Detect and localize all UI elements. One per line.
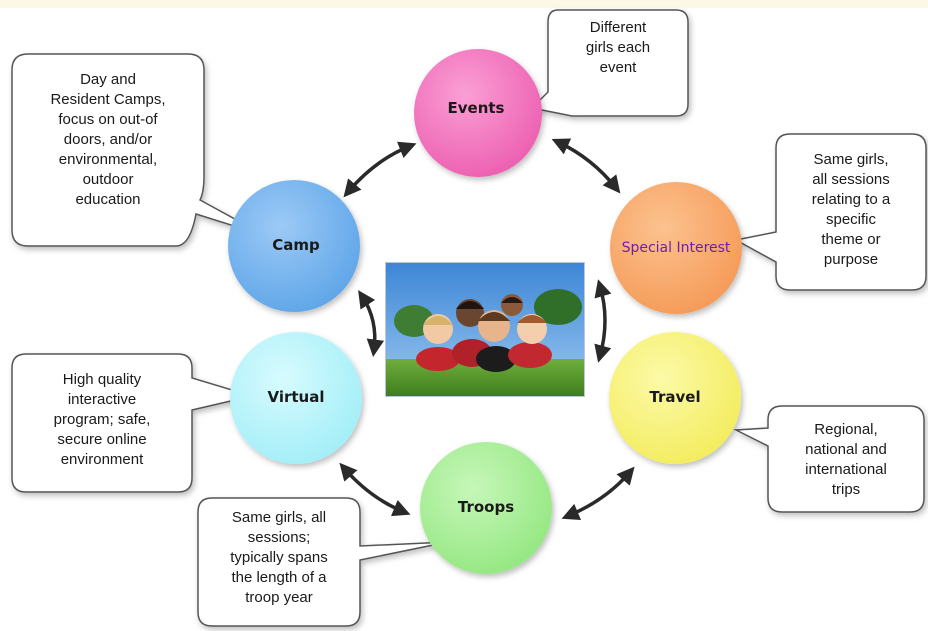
node-virtual bbox=[230, 332, 362, 464]
node-troops bbox=[420, 442, 552, 574]
callout-camp bbox=[11, 53, 267, 247]
callout-virtual-text: High quality interactive program; safe, … bbox=[53, 371, 151, 468]
top-border bbox=[0, 0, 928, 8]
node-events-label: Events bbox=[448, 99, 505, 117]
arrow-special-travel bbox=[594, 279, 612, 363]
callout-events bbox=[530, 9, 689, 117]
center-photo bbox=[386, 263, 584, 396]
callout-camp-text: Day and Resident Camps, focus on out-of … bbox=[50, 71, 166, 208]
arrow-camp-events bbox=[343, 141, 417, 198]
node-camp bbox=[228, 180, 360, 312]
callout-travel-text: Regional, national and international tri… bbox=[805, 421, 887, 498]
callout-virtual bbox=[11, 353, 255, 493]
node-events bbox=[414, 49, 542, 177]
callout-special bbox=[733, 133, 927, 291]
node-special-interest-label: Special Interest bbox=[622, 240, 731, 256]
node-special-interest bbox=[610, 182, 742, 314]
node-travel-label: Travel bbox=[649, 388, 700, 406]
callout-special-text: Same girls, all sessions relating to a s… bbox=[811, 151, 891, 268]
callout-troops-text: Same girls, all sessions; typically span… bbox=[230, 509, 328, 606]
cycle-arrows bbox=[339, 138, 635, 520]
arrow-events-special bbox=[551, 138, 621, 194]
arrow-virtual-camp bbox=[358, 290, 385, 357]
node-virtual-label: Virtual bbox=[268, 388, 325, 406]
callout-events-text: Different girls each event bbox=[585, 19, 651, 76]
node-camp-label: Camp bbox=[272, 236, 320, 254]
node-travel bbox=[609, 332, 741, 464]
callout-travel bbox=[733, 405, 925, 513]
arrow-travel-troops bbox=[561, 466, 635, 520]
node-troops-label: Troops bbox=[458, 498, 514, 516]
arrow-troops-virtual bbox=[339, 462, 411, 517]
